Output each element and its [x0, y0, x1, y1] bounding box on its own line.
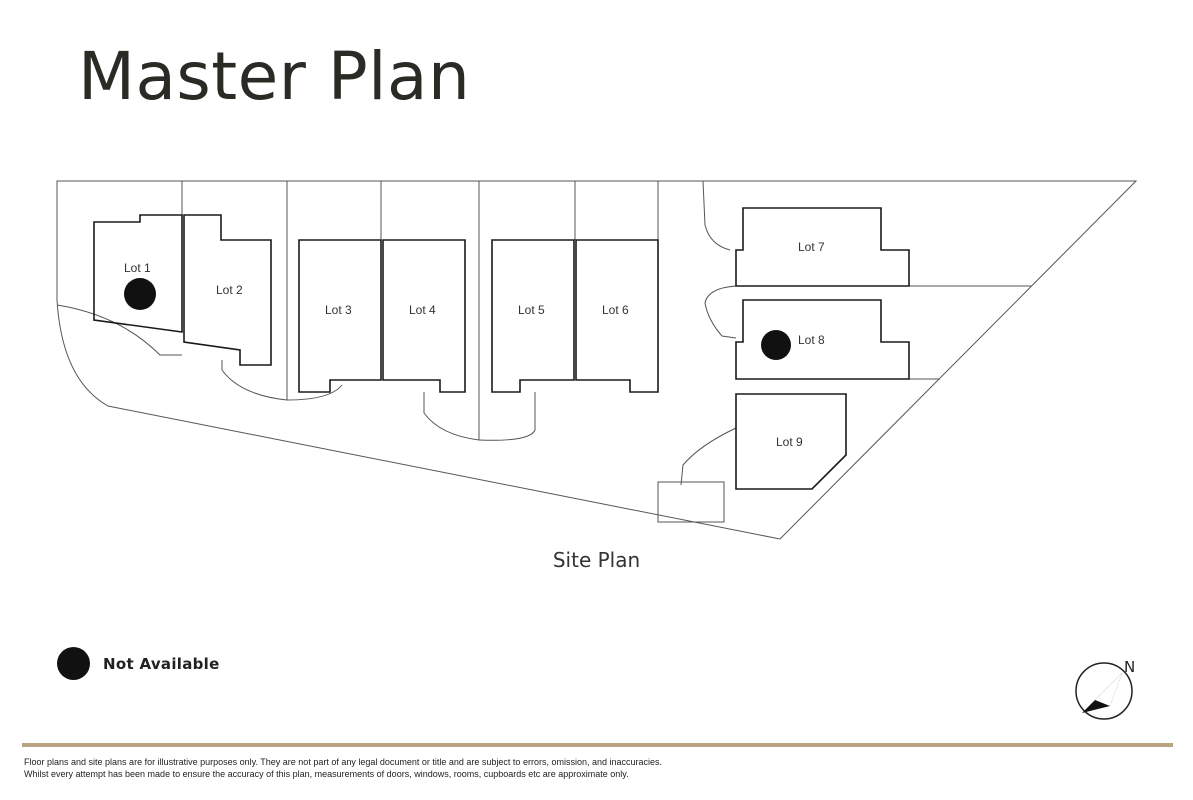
- compass-north-label: N: [1124, 658, 1135, 676]
- lot-9-building: [735, 393, 847, 490]
- lot-labels: Lot 1 Lot 2 Lot 3 Lot 4 Lot 5 Lot 6 Lot …: [124, 240, 825, 449]
- lot-boundaries: [56, 180, 1032, 523]
- lot-label: Lot 3: [325, 303, 352, 317]
- site-plan-diagram: Lot 1 Lot 2 Lot 3 Lot 4 Lot 5 Lot 6 Lot …: [56, 180, 1138, 540]
- building-footprints: [93, 207, 910, 490]
- north-arrow-icon: N: [1075, 658, 1135, 720]
- lot-1-building: [93, 214, 183, 333]
- availability-markers: [124, 278, 791, 360]
- lot-label: Lot 6: [602, 303, 629, 317]
- lot-8-building: [735, 299, 910, 380]
- footer-divider: [22, 743, 1173, 747]
- lot-label: Lot 8: [798, 333, 825, 347]
- lot-label: Lot 4: [409, 303, 436, 317]
- lot-label: Lot 1: [124, 261, 151, 275]
- disclaimer-line-1: Floor plans and site plans are for illus…: [24, 757, 662, 767]
- lot-3-building: [298, 239, 382, 393]
- not-available-marker-icon: [57, 647, 90, 680]
- lot-2-building: [183, 214, 272, 366]
- legend-not-available-label: Not Available: [103, 654, 220, 673]
- page-title: Master Plan: [78, 38, 471, 115]
- site-plan-caption: Site Plan: [552, 548, 641, 572]
- lot-5-building: [491, 239, 575, 393]
- lot-label: Lot 5: [518, 303, 545, 317]
- disclaimer: Floor plans and site plans are for illus…: [24, 756, 662, 780]
- lot-label: Lot 9: [776, 435, 803, 449]
- lot-6-building: [575, 239, 659, 393]
- lot-label: Lot 2: [216, 283, 243, 297]
- lot-7-building: [735, 207, 910, 287]
- lot-1-not-available-marker: [124, 278, 156, 310]
- disclaimer-line-2: Whilst every attempt has been made to en…: [24, 769, 629, 779]
- lot-label: Lot 7: [798, 240, 825, 254]
- site-boundary: [56, 180, 1138, 540]
- lot-8-not-available-marker: [761, 330, 791, 360]
- lot-4-building: [382, 239, 466, 393]
- legend: Not Available: [57, 647, 220, 680]
